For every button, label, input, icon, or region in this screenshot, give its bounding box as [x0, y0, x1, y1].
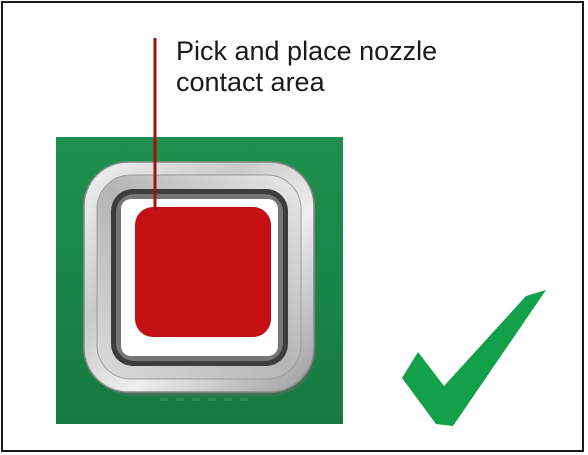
checkmark-icon	[402, 290, 546, 426]
callout-label: Pick and place nozzle contact area	[176, 36, 496, 98]
nozzle-contact-area	[135, 207, 271, 337]
